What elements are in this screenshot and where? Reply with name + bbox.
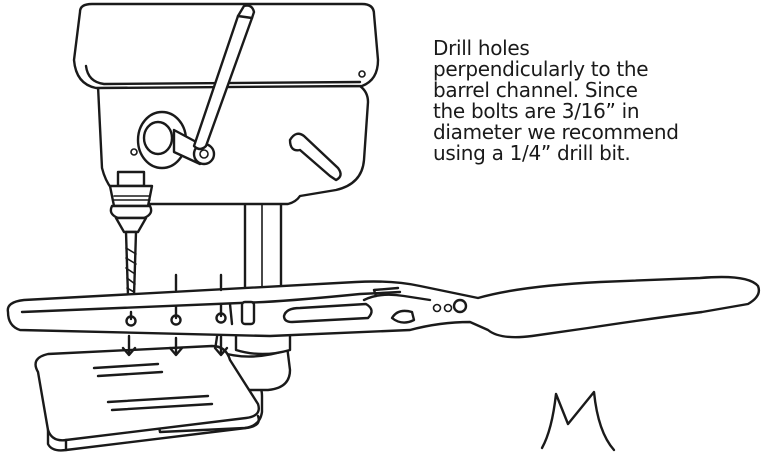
- hole-marker-2: [170, 273, 182, 326]
- drill-press-head: [72, 2, 380, 206]
- feed-handle: [192, 4, 256, 151]
- rifle-stock-icon: [6, 275, 761, 339]
- instruction-text: Drill holes perpendicularly to the barre…: [433, 36, 679, 165]
- hole-marker-1: [125, 310, 137, 327]
- hole-marker-3: [215, 273, 227, 324]
- arrow-down-icon: [121, 334, 137, 357]
- drill-bit-icon: [124, 230, 138, 302]
- arrow-down-icon: [168, 336, 184, 357]
- arrow-down-icon: [213, 334, 229, 357]
- drill-press-table: [34, 344, 260, 452]
- bracket-outline: [540, 390, 616, 452]
- drill-chuck: [108, 170, 154, 234]
